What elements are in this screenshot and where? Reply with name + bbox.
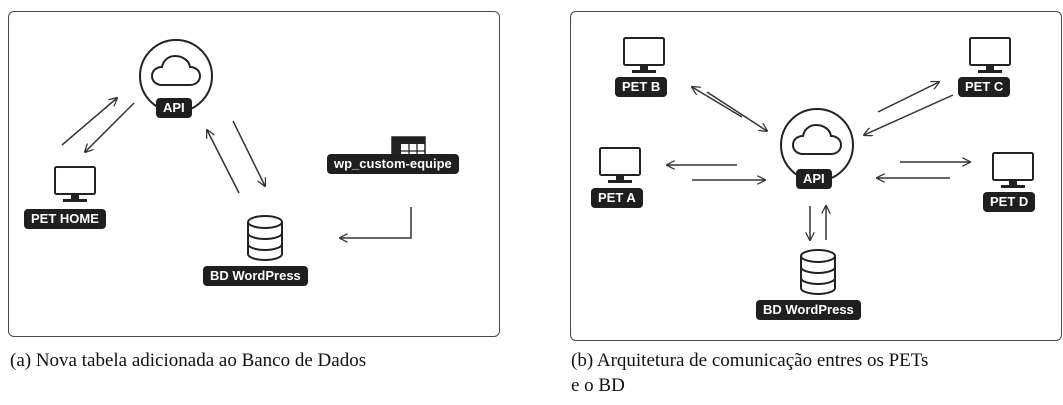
arrow-home-to-api (61, 98, 117, 146)
database-icon (247, 215, 283, 261)
arrow-bd-to-api (207, 130, 240, 194)
monitor-icon (599, 147, 641, 184)
arrows-a (61, 98, 412, 238)
database-icon (800, 249, 836, 295)
table-label: wp_custom-equipe (327, 154, 459, 174)
arrow-api-to-home (85, 102, 135, 152)
arrow-api-to-bd (232, 120, 265, 186)
arrows-b (667, 82, 970, 240)
arrow-table-to-bd (340, 207, 412, 238)
monitor-icon (54, 166, 96, 203)
pet-a-label: PET A (591, 188, 643, 208)
api-label: API (796, 169, 832, 189)
monitor-icon (992, 152, 1034, 189)
caption-a: (a) Nova tabela adicionada ao Banco de D… (10, 350, 367, 371)
caption-b-line2: e o BD (571, 375, 625, 396)
bd-wordpress-label: BD WordPress (756, 300, 861, 320)
monitor-icon (623, 37, 665, 74)
arrow-api-to-petc (877, 82, 939, 113)
arrow-petb-to-api (706, 91, 767, 131)
arrow-api-to-petb (692, 87, 743, 118)
caption-b-line1: (b) Arquitetura de comunicação entres os… (571, 350, 929, 371)
api-label: API (156, 98, 192, 118)
monitor-icon (969, 37, 1011, 74)
pet-b-label: PET B (615, 77, 668, 97)
pet-d-label: PET D (983, 192, 1036, 212)
pet-home-label: PET HOME (24, 209, 106, 229)
arrow-petc-to-api (864, 94, 954, 135)
bd-wordpress-label: BD WordPress (203, 266, 308, 286)
pet-c-label: PET C (958, 77, 1011, 97)
